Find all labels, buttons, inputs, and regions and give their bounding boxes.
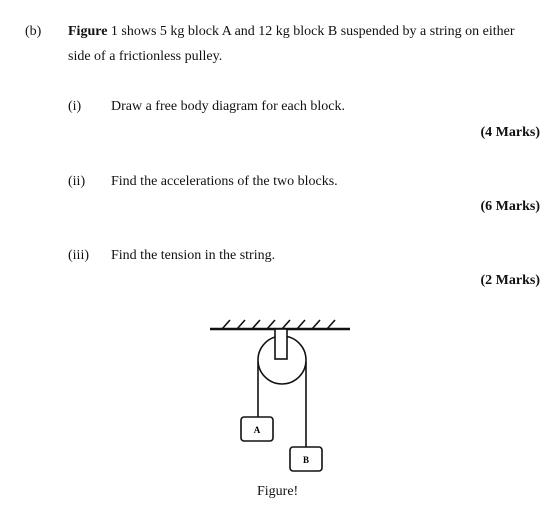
subpart-number: (ii): [68, 174, 86, 189]
figure-reference: Figure: [68, 24, 108, 39]
subpart-text: Find the tension in the string.: [111, 248, 276, 263]
intro-text: 1 shows 5 kg block A and 12 kg block B s…: [107, 24, 515, 39]
question-intro: Figure 1 shows 5 kg block A and 12 kg bl…: [68, 23, 515, 41]
ceiling-hatching: [221, 319, 336, 330]
part-label: (b): [25, 24, 42, 39]
block-b-label: B: [303, 455, 309, 465]
subpart-number: (i): [68, 99, 82, 114]
figure-caption: Figure!: [257, 484, 299, 499]
question-intro-line2: side of a frictionless pulley.: [68, 49, 223, 64]
pulley-bracket: [274, 328, 288, 360]
subpart-text: Draw a free body diagram for each block.: [111, 99, 346, 114]
subpart-marks: (2 Marks): [480, 273, 541, 288]
subpart-number: (iii): [68, 248, 89, 263]
subpart-marks: (4 Marks): [480, 125, 541, 140]
subpart-text: Find the accelerations of the two blocks…: [111, 174, 338, 189]
block-a-label: A: [254, 425, 261, 435]
block-b: [289, 446, 323, 472]
block-a: [240, 416, 274, 442]
subpart-marks: (6 Marks): [480, 199, 541, 214]
